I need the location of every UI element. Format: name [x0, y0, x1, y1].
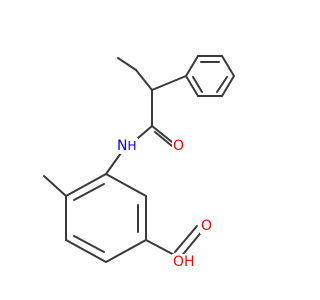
bond [65, 173, 107, 197]
bond [65, 239, 107, 263]
bond [135, 69, 153, 91]
bond [179, 229, 204, 259]
bond [185, 55, 199, 77]
benzoic-ring [65, 152, 147, 263]
bond [221, 55, 235, 77]
structure-svg [43, 55, 235, 263]
phenyl-ring [185, 55, 235, 97]
bond [151, 75, 187, 91]
acid-oxygen-label: O [200, 218, 214, 234]
nh-h: H [127, 139, 137, 153]
ethyl-group [117, 57, 187, 91]
molecule-canvas: O NH O OH [43, 55, 235, 270]
bond [154, 131, 173, 147]
bond [73, 183, 105, 201]
bond [117, 57, 137, 71]
methyl-bond [43, 175, 67, 197]
bond [216, 76, 228, 93]
bond [151, 125, 173, 143]
amide-oxygen-label: O [172, 138, 186, 154]
bond [221, 75, 235, 97]
bond [185, 75, 199, 97]
bond [73, 235, 105, 253]
bond [105, 239, 147, 263]
bond [105, 173, 147, 197]
nitrogen-label: NH [116, 138, 138, 154]
bond [174, 225, 198, 253]
hydroxyl-label: OH [172, 254, 196, 270]
nh-n: N [117, 138, 128, 154]
bond [105, 152, 122, 175]
bond [192, 76, 203, 93]
